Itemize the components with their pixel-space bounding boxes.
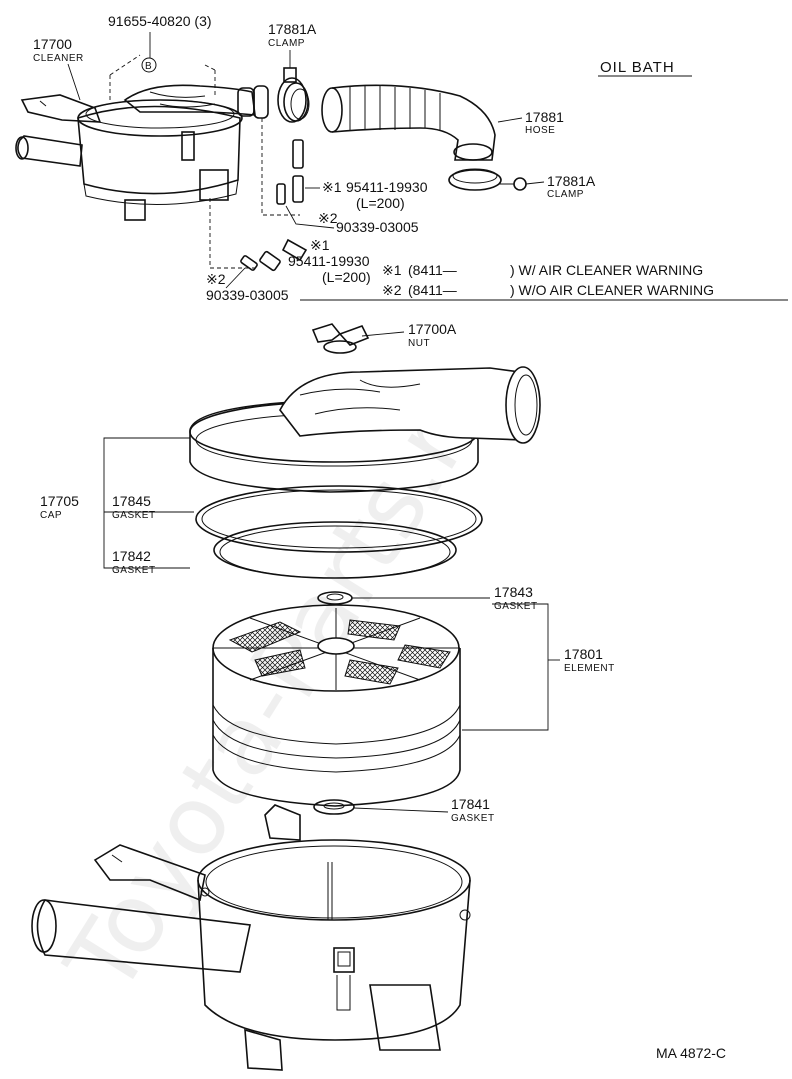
label-clamp-top: CLAMP	[268, 38, 305, 49]
label-17843: 17843	[494, 584, 533, 600]
cleaner-assembly-illustration: B	[15, 54, 300, 269]
label-17841: 17841	[451, 796, 490, 812]
label-17705: 17705	[40, 493, 79, 509]
label-95411-a: 95411-19930	[346, 179, 428, 195]
label-hose: HOSE	[525, 125, 555, 136]
vacuum-tubes-illustration	[240, 139, 308, 272]
bolt-ref-letter: B	[145, 61, 152, 72]
drawing-code: MA 4872-C	[656, 1045, 726, 1061]
label-90339-b: 90339-03005	[206, 287, 289, 303]
mark-1-a: ※1	[322, 179, 342, 195]
cap-illustration	[189, 366, 541, 493]
note-1-range: (8411—	[408, 262, 457, 278]
label-l200-a: (L=200)	[356, 195, 405, 211]
watermark: Toyota-Parts.ru	[44, 344, 520, 1013]
note-2-text: ) W/O AIR CLEANER WARNING	[510, 282, 714, 298]
label-clamp-right: CLAMP	[547, 189, 584, 200]
applicability-notes: ※1 (8411— ) W/ AIR CLEANER WARNING ※2 (8…	[300, 262, 788, 301]
label-nut: NUT	[408, 338, 430, 349]
gasket-17841-illustration	[313, 799, 355, 815]
gasket-17845-inner	[201, 489, 477, 549]
mark-2-b: ※2	[206, 271, 226, 287]
label-gasket-17843: GASKET	[494, 601, 538, 612]
note-2-mark: ※2	[382, 282, 402, 298]
gasket-17842-inner	[219, 525, 451, 579]
label-gasket-17845: GASKET	[112, 510, 156, 521]
label-17700A: 17700A	[408, 321, 457, 337]
mark-1-b: ※1	[310, 237, 330, 253]
element-illustration	[212, 604, 461, 807]
note-1-text: ) W/ AIR CLEANER WARNING	[510, 262, 703, 278]
label-17801: 17801	[564, 646, 603, 662]
label-17700: 17700	[33, 36, 72, 52]
label-17842: 17842	[112, 548, 151, 564]
label-17845: 17845	[112, 493, 151, 509]
housing-illustration	[31, 804, 471, 1071]
label-element: ELEMENT	[564, 663, 615, 674]
label-17881: 17881	[525, 109, 564, 125]
label-90339-a: 90339-03005	[336, 219, 419, 235]
hose-illustration	[321, 84, 496, 161]
note-1-mark: ※1	[382, 262, 402, 278]
label-cap: CAP	[40, 510, 62, 521]
label-l200-b: (L=200)	[322, 269, 371, 285]
label-95411-b: 95411-19930	[288, 253, 370, 269]
oil-bath-heading: OIL BATH	[600, 59, 675, 76]
label-17881A-right: 17881A	[547, 173, 596, 189]
right-clamp-illustration	[448, 168, 527, 191]
mark-2-a: ※2	[318, 210, 338, 226]
label-gasket-17841: GASKET	[451, 813, 495, 824]
label-91655-40820: 91655-40820 (3)	[108, 13, 212, 29]
note-2-range: (8411—	[408, 282, 457, 298]
label-cleaner: CLEANER	[33, 53, 84, 64]
top-clamp-illustration	[277, 67, 310, 123]
wing-nut-illustration	[311, 323, 370, 354]
label-17881A-top: 17881A	[268, 21, 317, 37]
label-gasket-17842: GASKET	[112, 565, 156, 576]
gasket-17845-ring	[195, 485, 483, 553]
